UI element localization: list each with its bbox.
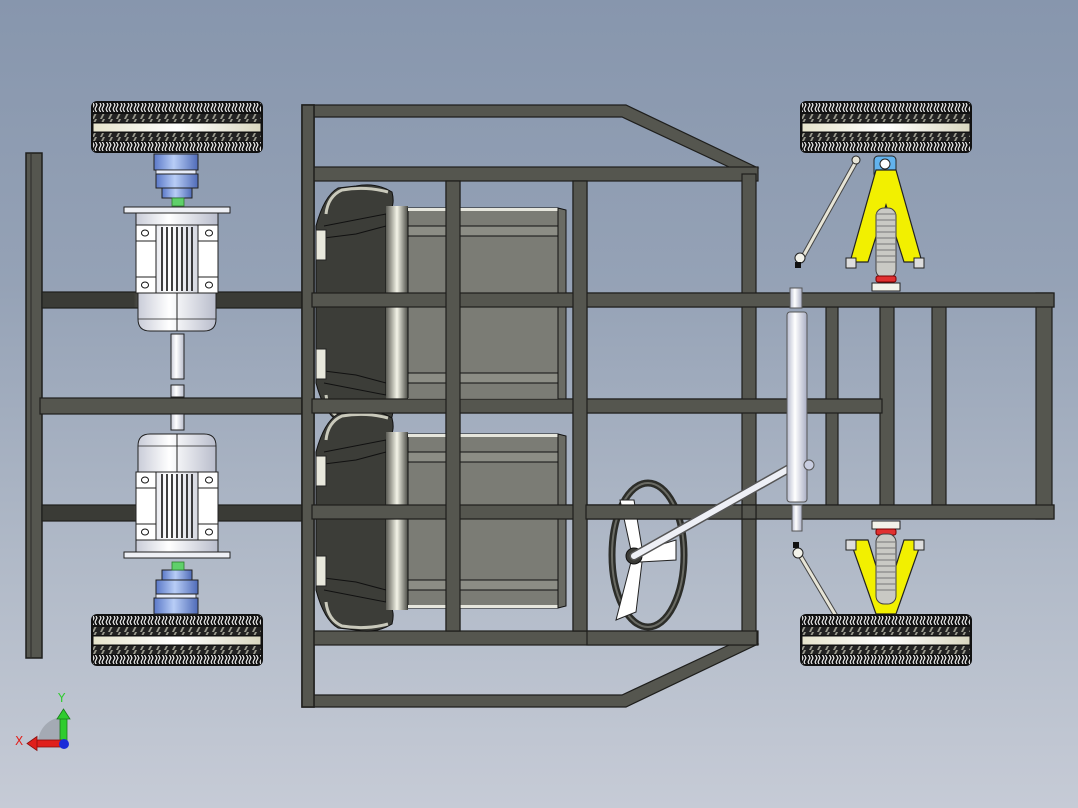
front-lower-spring[interactable]	[871, 520, 901, 605]
y-axis-label: Y	[57, 691, 66, 705]
front-upper-spring[interactable]	[871, 207, 901, 292]
front-right-wheel[interactable]	[799, 613, 973, 667]
rear-center-tube[interactable]	[39, 397, 303, 415]
drive-shaft-lower[interactable]	[170, 413, 185, 431]
x-axis-label: X	[15, 734, 23, 748]
front-left-wheel[interactable]	[799, 100, 973, 154]
rear-right-wheel[interactable]	[90, 613, 264, 667]
rear-motor-lower[interactable]	[123, 433, 231, 559]
drive-shaft-upper[interactable]	[170, 333, 185, 380]
x-axis-arrow	[26, 735, 65, 752]
driver-seat[interactable]	[314, 183, 568, 308]
tie-rod-upper[interactable]	[794, 155, 861, 268]
rear-left-wheel[interactable]	[90, 100, 264, 154]
rear-motor-upper[interactable]	[123, 206, 231, 332]
rear-lower-hub[interactable]	[153, 561, 199, 615]
passenger-seat-lower-half	[314, 508, 568, 633]
steering-rack[interactable]	[786, 287, 815, 532]
rear-upper-hub[interactable]	[153, 153, 199, 207]
axis-triad[interactable]: Y X	[10, 680, 80, 760]
tie-rod-lower[interactable]	[792, 542, 839, 618]
z-axis-dot	[59, 739, 69, 749]
front-upper-a-arm[interactable]	[845, 155, 925, 269]
triad-plane	[38, 717, 64, 743]
